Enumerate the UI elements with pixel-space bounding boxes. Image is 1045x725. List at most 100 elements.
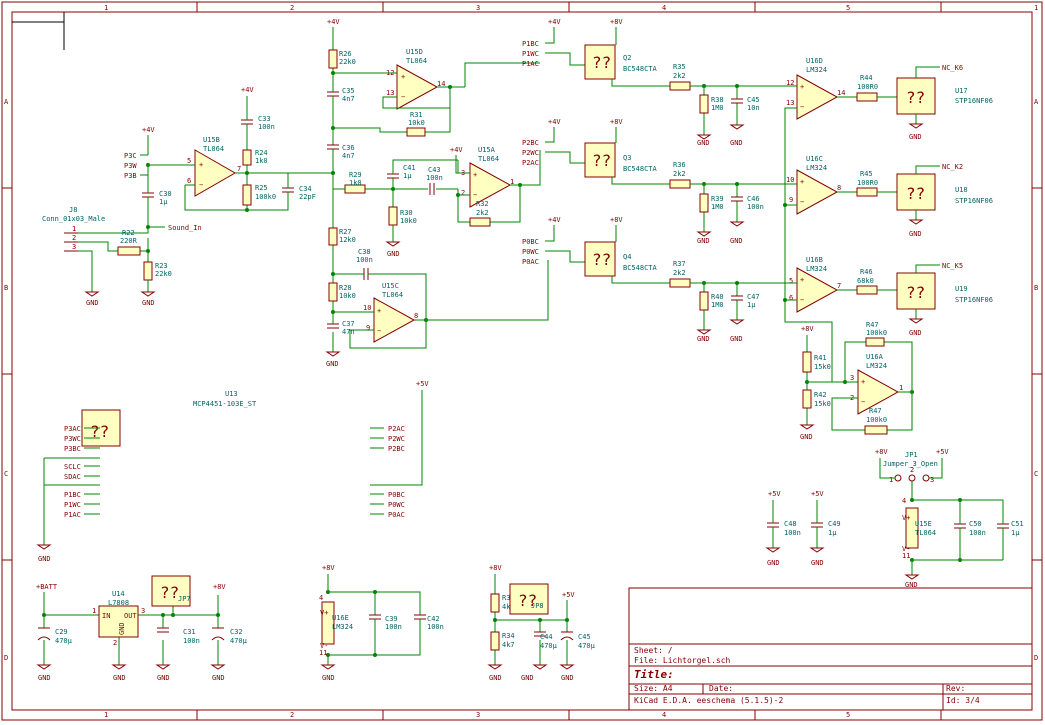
schematic-label: R26 — [339, 50, 352, 58]
schematic-label: C29 — [55, 628, 68, 636]
schematic-label: 13 — [386, 89, 394, 97]
schematic-label: STP16NF06 — [955, 296, 993, 304]
frame-labels: 1 2 3 4 5 1 1 2 3 4 5 A B C D A B C D — [4, 4, 1039, 719]
schematic-label: 100k0 — [255, 193, 276, 201]
power-8v: +8V — [489, 564, 502, 572]
schematic-label: 1M0 — [711, 301, 724, 309]
opamp-u15c: +− U15C TL064 10 9 8 — [363, 282, 418, 343]
svg-text:+: + — [473, 171, 477, 179]
schematic-label: C34 — [299, 185, 312, 193]
schematic-label: +4V — [548, 216, 561, 224]
schematic-label: +5V — [768, 490, 781, 498]
schematic-label: U14 — [112, 590, 125, 598]
schematic-label: +8V — [875, 448, 888, 456]
connector-j8: J8 Conn_01x03_Male 1 2 3 Sound_In — [42, 206, 202, 252]
schematic-label: C39 — [385, 615, 398, 623]
schematic-label: GND — [113, 674, 126, 682]
schematic-label: C45 — [747, 96, 760, 104]
schematic-label: +8V — [610, 118, 623, 126]
jumper-jp8: ?? JP8 — [509, 583, 549, 615]
p2-nets: P2BC P2WC P2AC +4V — [522, 118, 561, 167]
schematic-label: TL064 — [382, 291, 403, 299]
schematic-label: C32 — [230, 628, 243, 636]
schematic-label: GND — [38, 674, 51, 682]
opamp-u16e-power: U16E LM324 V+ V- 4 11 — [319, 594, 353, 657]
schematic-label: GND — [489, 674, 502, 682]
row-label: A — [1034, 98, 1039, 106]
schematic-label: ?? — [592, 53, 611, 72]
schematic-label: MCP4451-103E_ST — [193, 400, 257, 408]
digipot-left-nets: P3AC P3WC P3BC SCLC SDAC P1BC P1WC P1AC — [64, 425, 81, 519]
schematic-label: GND — [697, 139, 710, 147]
schematic-label: 2k2 — [476, 209, 489, 217]
schematic-label: 4 — [902, 497, 906, 505]
svg-text:+: + — [401, 73, 405, 81]
gnd-symbol: GND — [765, 547, 781, 567]
schematic-label: 8 — [414, 312, 418, 320]
schematic-label: 7 — [237, 165, 241, 173]
schematic-label: GND — [212, 674, 225, 682]
schematic-label: P2AC — [388, 425, 405, 433]
schematic-label: LM324 — [332, 623, 353, 631]
schematic-label: 4 — [319, 594, 323, 602]
rev-label: Rev: — [946, 684, 965, 693]
schematic-label: 100n — [183, 637, 200, 645]
schematic-label: 470µ — [55, 637, 73, 645]
resistor-r45: R46 68k0 — [856, 268, 878, 295]
svg-text:+: + — [800, 276, 804, 284]
schematic-label: 4k7 — [502, 641, 515, 649]
capacitor-c51: C51 1µ — [997, 520, 1024, 537]
schematic-label: 1µ — [159, 198, 168, 206]
schematic-label: OUT — [124, 612, 137, 620]
schematic-label: U15B — [203, 136, 220, 144]
svg-text:−: − — [473, 191, 477, 199]
schematic-label: 13 — [786, 99, 794, 107]
file-label: File: Lichtorgel.sch — [634, 656, 731, 665]
schematic-label: +8V — [213, 583, 226, 591]
schematic-label: 3 — [930, 476, 934, 484]
schematic-label: GND — [767, 559, 780, 567]
schematic-label: GND — [142, 299, 155, 307]
schematic-label: 4k7 — [502, 603, 515, 611]
schematic-label: LM324 — [806, 66, 827, 74]
schematic-label: 2 — [113, 639, 117, 647]
schematic-label: JP7 — [178, 595, 191, 603]
schematic-label: +5V — [562, 591, 575, 599]
resistor-r47: R47 100k0 — [864, 407, 888, 435]
schematic-label: 10k0 — [400, 217, 417, 225]
schematic-label: +4V — [142, 126, 155, 134]
schematic-label: C45 — [578, 633, 591, 641]
col-label: 5 — [846, 4, 850, 12]
schematic-label: R38 — [711, 96, 724, 104]
sound-in-net: Sound_In — [168, 224, 202, 232]
schematic-label: C49 — [828, 520, 841, 528]
schematic-label: R39 — [711, 195, 724, 203]
capacitor-c41: C42 100n — [414, 614, 444, 631]
schematic-label: JP1 — [905, 451, 918, 459]
schematic-label: 220R — [120, 237, 138, 245]
resistor-r30: R30 10k0 — [388, 206, 417, 226]
size-label: Size: A4 — [634, 684, 673, 693]
resistor-r37: R37 2k2 — [669, 260, 691, 288]
schematic-label: V- — [320, 642, 328, 650]
schematic-label: P3C — [124, 152, 137, 160]
resistor-r29: R29 1k0 — [344, 171, 366, 194]
schematic-label: 7 — [837, 282, 841, 290]
col-label: 2 — [290, 711, 294, 719]
gnd-symbol: GND — [729, 124, 745, 147]
schematic-label: 1µ — [1011, 529, 1020, 537]
schematic-label: 100n — [969, 529, 986, 537]
schematic-label: R41 — [814, 354, 827, 362]
schematic-label: R46 — [860, 268, 873, 276]
schematic-label: R25 — [255, 184, 268, 192]
schematic-label: 2k2 — [673, 170, 686, 178]
capacitor-c33: C33 100n — [241, 115, 275, 131]
capacitor-c46: C46 100n — [731, 195, 764, 211]
resistor-r25: R25 100k0 — [242, 184, 276, 206]
gnd-symbol: GND — [908, 318, 924, 337]
schematic-label: 2 — [461, 189, 465, 197]
schematic-label: 22k0 — [155, 270, 172, 278]
schematic-label: 3 — [850, 374, 854, 382]
opamp-u15e-power: U15E TL064 V+ V- 4 11 — [902, 497, 936, 560]
